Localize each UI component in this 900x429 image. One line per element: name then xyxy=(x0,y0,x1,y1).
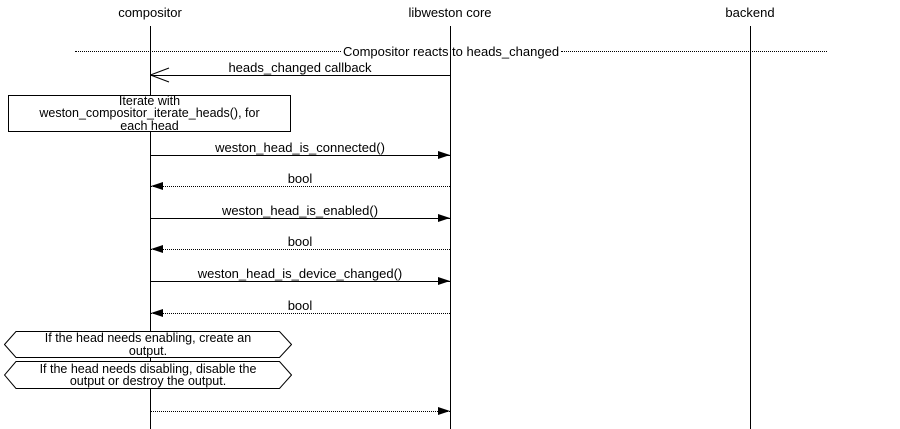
message-line-bool-3 xyxy=(150,313,450,314)
message-label-heads-changed-callback: heads_changed callback xyxy=(228,60,372,75)
message-label-bool-2: bool xyxy=(287,234,313,249)
message-line-bool-1 xyxy=(150,186,450,187)
participant-label-backend: backend xyxy=(725,5,775,20)
divider-dotted-line-right xyxy=(561,50,828,52)
message-label-weston-head-is-device-changed: weston_head_is_device_changed() xyxy=(197,266,403,281)
divider-compositor-reacts: Compositor reacts to heads_changed xyxy=(75,43,828,59)
lifeline-compositor xyxy=(150,26,151,429)
open-arrowhead-icon xyxy=(150,67,170,83)
divider-label: Compositor reacts to heads_changed xyxy=(342,43,560,59)
lifeline-backend xyxy=(750,26,751,429)
message-label-bool-1: bool xyxy=(287,171,313,186)
filled-arrowhead-right-icon xyxy=(438,406,450,415)
filled-arrowhead-left-icon xyxy=(151,308,163,317)
filled-arrowhead-right-icon xyxy=(438,150,450,159)
filled-arrowhead-left-icon xyxy=(151,181,163,190)
message-line-final-dotted xyxy=(150,411,450,412)
message-line-weston-head-is-device-changed xyxy=(150,281,450,282)
participant-label-libweston-core: libweston core xyxy=(408,5,492,20)
message-line-bool-2 xyxy=(150,249,450,250)
note-head-needs-enabling-text: If the head needs enabling, create an ou… xyxy=(44,331,252,358)
note-iterate-heads-text: Iterate with weston_compositor_iterate_h… xyxy=(39,94,260,133)
note-iterate-heads: Iterate with weston_compositor_iterate_h… xyxy=(8,95,291,132)
message-line-weston-head-is-connected xyxy=(150,155,450,156)
filled-arrowhead-right-icon xyxy=(438,276,450,285)
note-head-needs-disabling-text: If the head needs disabling, disable the… xyxy=(39,361,257,388)
filled-arrowhead-right-icon xyxy=(438,213,450,222)
note-head-needs-enabling: If the head needs enabling, create an ou… xyxy=(4,331,292,358)
filled-arrowhead-left-icon xyxy=(151,244,163,253)
message-line-weston-head-is-enabled xyxy=(150,218,450,219)
divider-dotted-line-left xyxy=(75,50,341,52)
message-label-weston-head-is-enabled: weston_head_is_enabled() xyxy=(221,203,379,218)
message-line-heads-changed-callback xyxy=(150,75,450,76)
lifeline-libweston-core xyxy=(450,26,451,429)
message-label-bool-3: bool xyxy=(287,298,313,313)
participant-label-compositor: compositor xyxy=(118,5,182,20)
hexagon-outline xyxy=(4,361,292,389)
note-head-needs-disabling: If the head needs disabling, disable the… xyxy=(4,361,292,389)
message-label-weston-head-is-connected: weston_head_is_connected() xyxy=(215,140,385,155)
hexagon-outline xyxy=(4,331,292,358)
